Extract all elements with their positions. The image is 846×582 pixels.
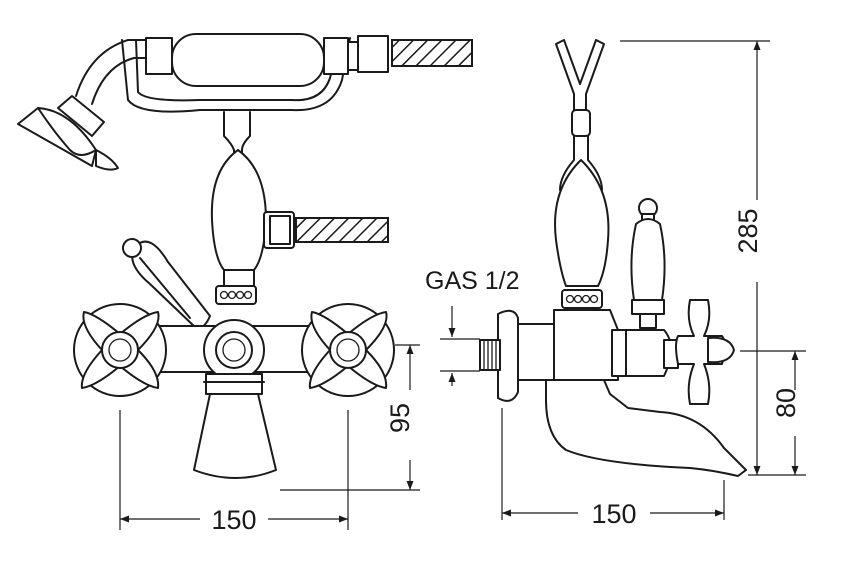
diverter-bulb <box>210 149 295 271</box>
side-nut <box>561 289 603 309</box>
gas-thread-label: GAS 1/2 <box>425 267 520 295</box>
front-width-label: 150 <box>211 505 256 535</box>
right-cross-handle <box>301 303 395 397</box>
left-cross-handle <box>73 303 167 397</box>
side-bulb <box>554 159 610 287</box>
side-depth-label: 150 <box>591 499 636 529</box>
side-body <box>553 309 679 381</box>
side-spout <box>545 379 747 477</box>
front-spout <box>193 373 277 479</box>
side-height-total-label: 285 <box>733 208 763 253</box>
shower-hook <box>555 39 605 137</box>
hose-top <box>391 39 473 67</box>
side-height-outlet-label: 80 <box>771 388 801 418</box>
side-lever <box>630 198 666 329</box>
wall-connector <box>479 309 555 402</box>
front-view: 150 95 <box>17 33 473 535</box>
hose-middle <box>295 217 389 243</box>
diverter-nut <box>215 269 257 305</box>
hand-shower-head <box>17 95 119 171</box>
side-cross-handle <box>675 299 735 405</box>
side-view: GAS 1/2 150 285 80 <box>425 39 806 529</box>
front-height-label: 95 <box>385 403 415 433</box>
shower-cradle <box>121 33 389 113</box>
